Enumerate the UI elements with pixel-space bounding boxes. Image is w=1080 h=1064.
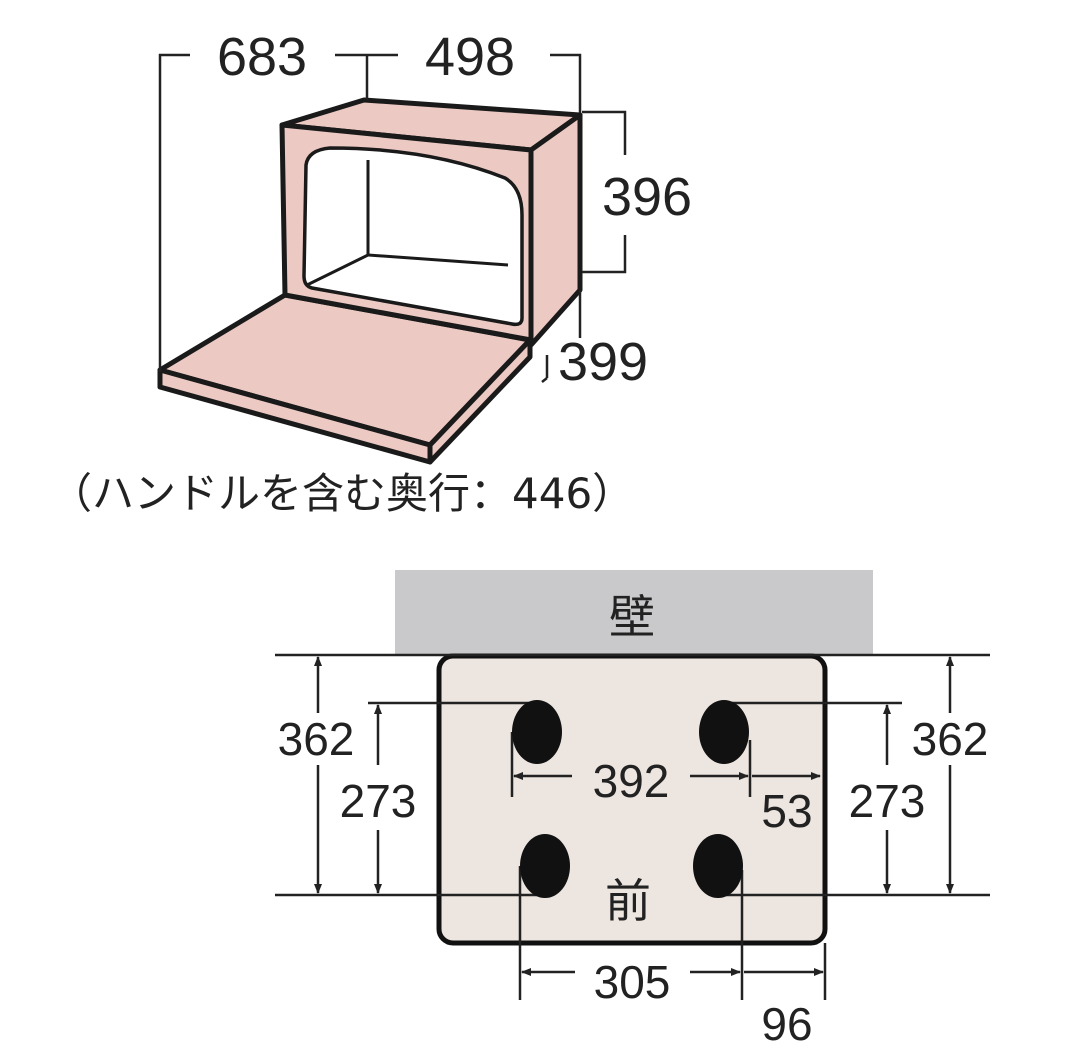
reference-lines: [275, 653, 990, 1000]
wall-block: [395, 570, 873, 655]
handle-depth-caption: （ハンドルを含む奥行：446）: [50, 469, 634, 518]
foot-rear-left: [512, 700, 562, 764]
width-body-label: 498: [425, 27, 515, 87]
depth-label: 399: [558, 332, 648, 392]
right-outer-depth-label: 362: [912, 713, 989, 765]
height-label: 396: [602, 167, 692, 227]
foot-front-right: [693, 834, 743, 898]
front-side-offset-label: 96: [761, 998, 812, 1050]
left-inner-depth-label: 273: [340, 775, 417, 827]
oven-dimension-lines: [158, 53, 627, 383]
rear-side-offset-label: 53: [761, 785, 812, 837]
right-inner-depth-label: 273: [849, 775, 926, 827]
front-label: 前: [605, 875, 651, 927]
foot-rear-right: [699, 700, 749, 764]
foot-front-left: [520, 834, 570, 898]
footprint-arrows: [314, 656, 954, 976]
oven-illustration: [157, 97, 583, 465]
wall-label: 壁: [609, 591, 655, 643]
rear-feet-spacing-label: 392: [593, 755, 670, 807]
front-feet-spacing-label: 305: [594, 956, 671, 1008]
left-outer-depth-label: 362: [278, 713, 355, 765]
width-total-label: 683: [217, 27, 307, 87]
